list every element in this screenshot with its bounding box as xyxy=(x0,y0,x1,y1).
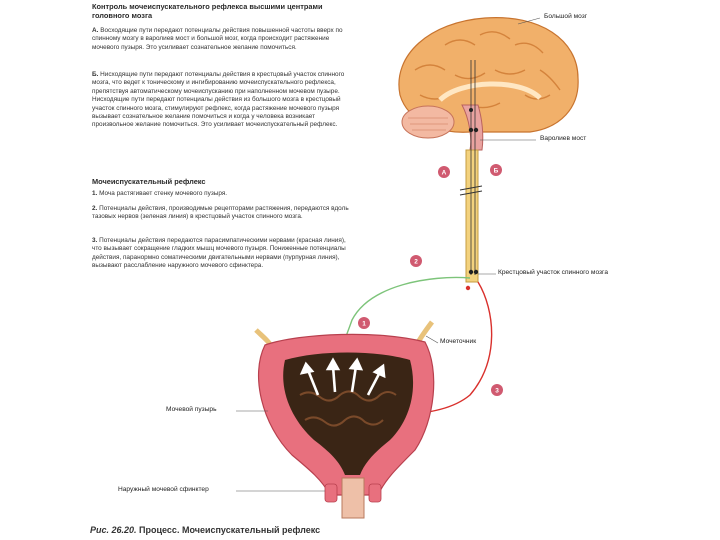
paragraph-b-text: Нисходящие пути передают потенциалы дейс… xyxy=(92,71,345,129)
paragraph-a: А. Восходящие пути передают потенциалы д… xyxy=(92,27,356,52)
paragraph-b-marker: Б. xyxy=(92,71,99,78)
label-ureter: Мочеточник xyxy=(440,338,477,345)
reflex-item-3-text: Потенциалы действия передаются парасимпа… xyxy=(92,237,346,270)
badge-3: 3 xyxy=(491,384,503,396)
brain-illustration xyxy=(398,17,579,151)
badge-2-label: 2 xyxy=(414,259,418,266)
spinal-cord xyxy=(465,149,479,283)
reflex-item-2-text: Потенциалы действия, производимые рецепт… xyxy=(92,205,349,221)
badge-b: Б xyxy=(490,164,502,176)
badge-2: 2 xyxy=(410,255,422,267)
reflex-item-3-num: 3. xyxy=(92,237,98,244)
badge-1-label: 1 xyxy=(362,321,366,328)
badge-1: 1 xyxy=(358,317,370,329)
reflex-item-2: 2. Потенциалы действия, производимые рец… xyxy=(92,205,354,222)
paragraph-b: Б. Нисходящие пути передают потенциалы д… xyxy=(92,71,356,130)
reflex-item-3: 3. Потенциалы действия передаются параси… xyxy=(92,237,354,271)
bladder-illustration xyxy=(254,320,435,519)
badge-a-label: А xyxy=(442,170,447,177)
reflex-item-2-num: 2. xyxy=(92,205,98,212)
reflex-item-1-num: 1. xyxy=(92,190,98,197)
badge-a: А xyxy=(438,166,450,178)
paragraph-a-marker: А. xyxy=(92,27,99,34)
label-pons: Варолиев мост xyxy=(540,135,587,142)
label-sphincter: Наружный мочевой сфинктер xyxy=(118,486,209,493)
reflex-item-1: 1. Моча растягивает стенку мочевого пузы… xyxy=(92,190,354,198)
badge-3-label: 3 xyxy=(495,388,499,395)
figure-number: Рис. 26.20. xyxy=(90,525,137,535)
figure-caption-text: Процесс. Мочеиспускательный рефлекс xyxy=(139,525,321,535)
label-sacral: Крестцовый участок спинного мозга xyxy=(498,269,608,276)
reflex-item-1-text: Моча растягивает стенку мочевого пузыря. xyxy=(99,190,228,197)
label-bladder: Мочевой пузырь xyxy=(166,406,217,413)
paragraph-a-text: Восходящие пути передают потенциалы дейс… xyxy=(92,27,343,51)
figure-caption: Рис. 26.20. Процесс. Мочеиспускательный … xyxy=(90,525,320,535)
badge-b-label: Б xyxy=(494,168,499,175)
section-title: Контроль мочеиспускательного рефлекса вы… xyxy=(92,2,323,20)
reflex-title: Мочеиспускательный рефлекс xyxy=(92,177,206,186)
label-cerebrum: Большой мозг xyxy=(544,13,588,20)
